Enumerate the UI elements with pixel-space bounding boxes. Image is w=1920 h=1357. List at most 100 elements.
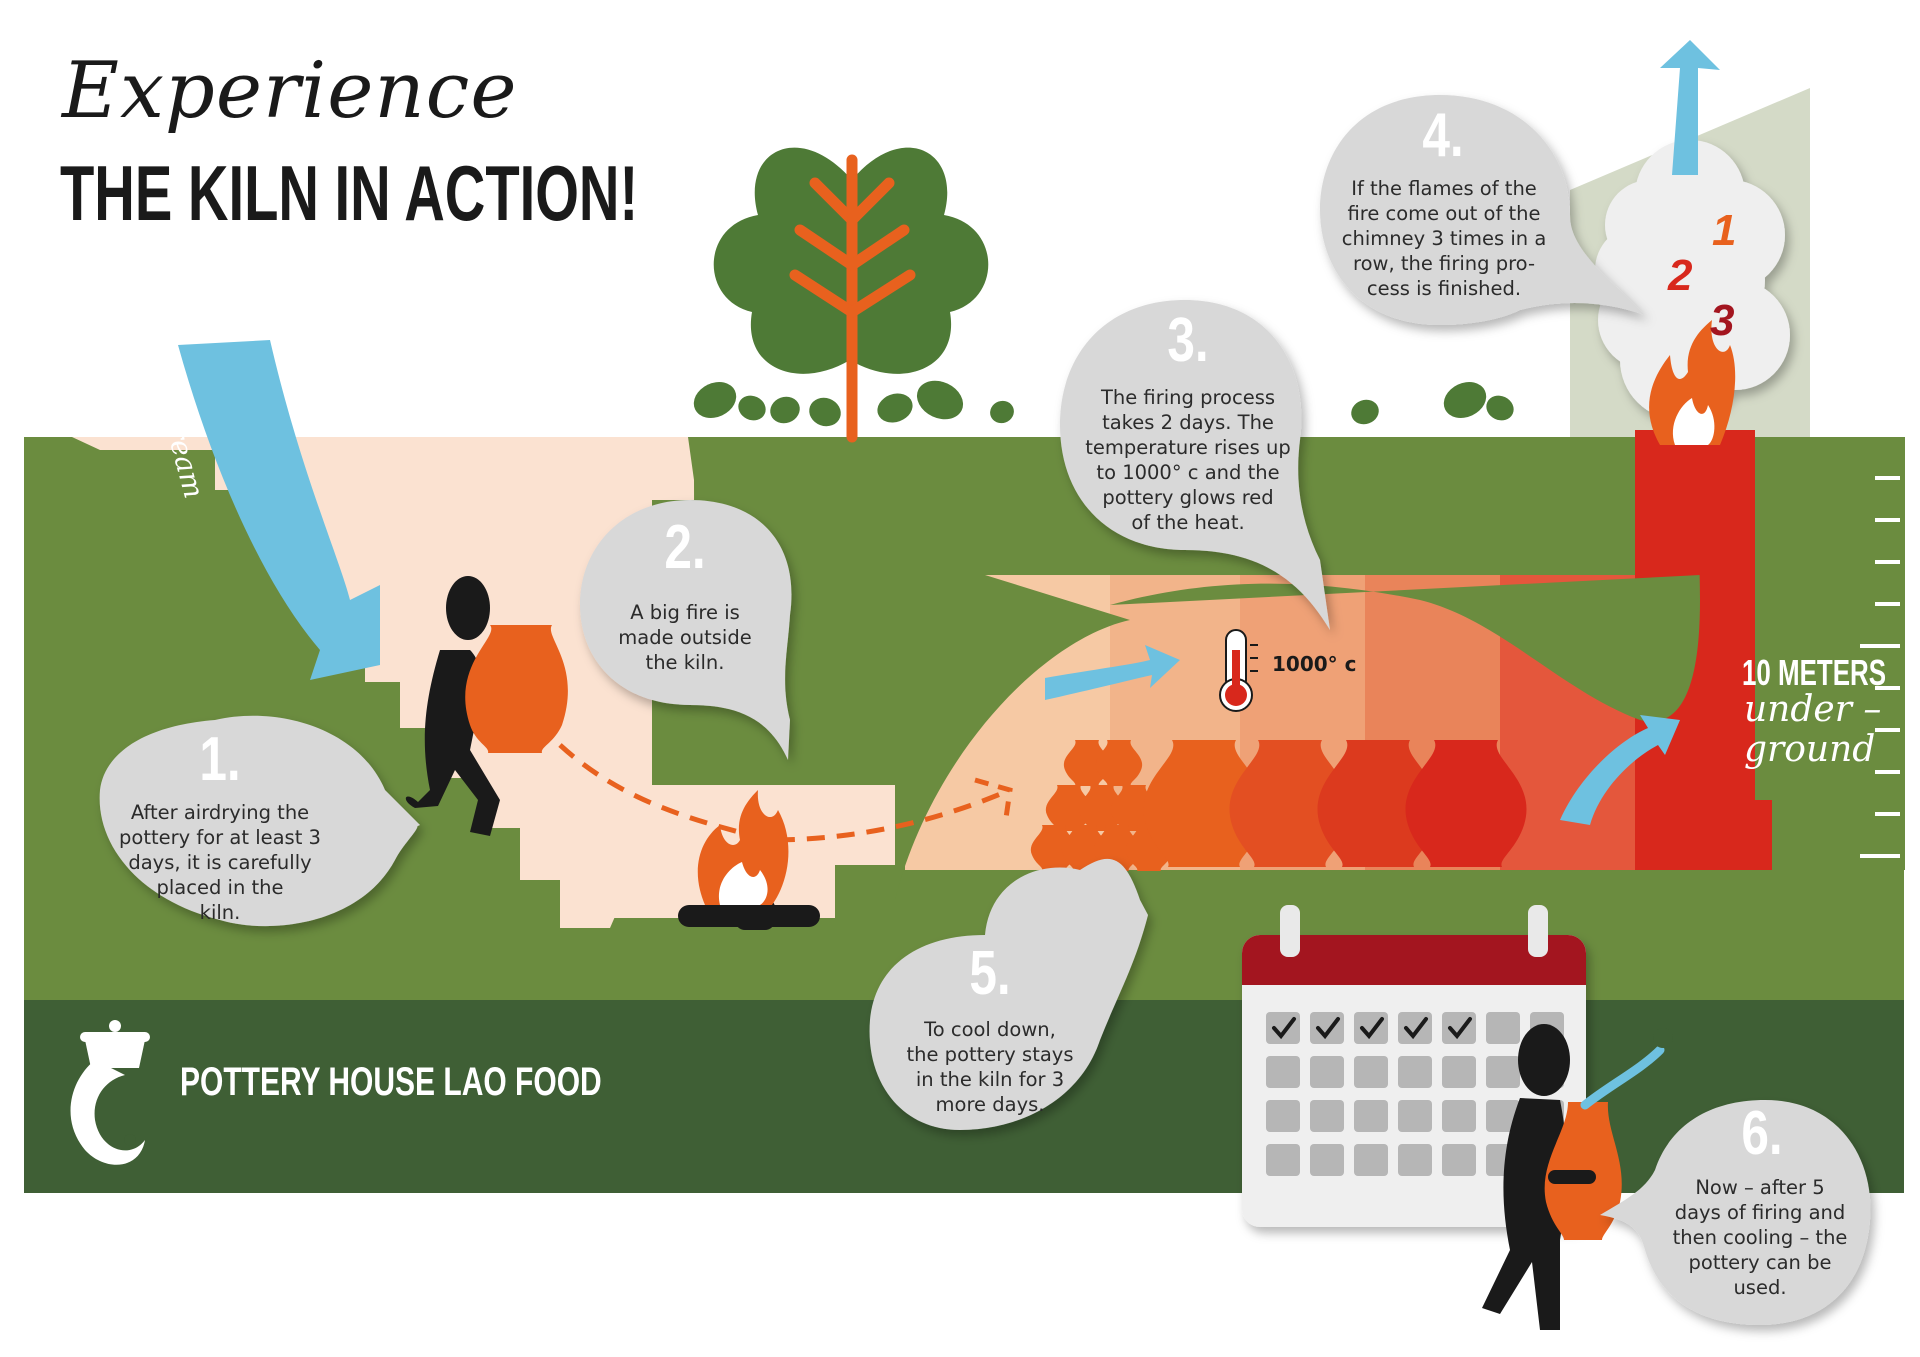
step-6-line: Now – after 5 [1695,1176,1825,1199]
step-2-line: the kiln. [645,651,725,674]
checkmark-icon [1316,1017,1340,1040]
step-1-line: days, it is carefully [128,851,312,874]
checkmark-icon [1360,1017,1384,1040]
bubble-4 [1320,95,1645,325]
step-2-text: A big fire is made outside the kiln. [590,600,780,675]
step-4-number: 4. [1422,101,1464,170]
pottery-path [558,743,1011,843]
step-6-line: then cooling – the [1672,1226,1848,1249]
calendar-day [1354,1012,1388,1044]
calendar-illustration [1242,905,1586,1227]
step-3-text: The firing process takes 2 days. The tem… [1068,385,1308,535]
checkmark-icon [1448,1017,1472,1040]
depth-script-line2: ground [1744,729,1876,770]
step-2-number: 2. [664,513,706,582]
step-4-line: chimney 3 times in a [1341,227,1547,250]
thermometer-icon [1219,629,1258,712]
step-5-line: To cool down, [924,1018,1056,1041]
carried-pot [465,625,568,753]
step-3-line: temperature rises up [1085,436,1291,459]
step-1-line: pottery for at least 3 [119,826,321,849]
calendar-day [1266,1100,1300,1132]
tree-illustration [713,147,989,443]
calendar-day [1398,1100,1432,1132]
step-5-number: 5. [969,939,1011,1008]
depth-script-label: under – ground [1744,690,1881,770]
airflow-arrows [178,40,1720,825]
calendar-day [1442,1144,1476,1176]
temperature-label: 1000° c [1272,652,1357,676]
step-6-number: 6. [1741,1099,1783,1168]
bubble-3 [1060,300,1330,630]
step-1-number: 1. [199,725,241,794]
step-5-line: the pottery stays [906,1043,1074,1066]
calendar-day [1486,1100,1520,1132]
kiln-pots [1030,740,1527,871]
page-title: THE KILN IN ACTION! [60,149,639,237]
calendar-day [1398,1144,1432,1176]
depth-script-line1: under – [1744,689,1882,730]
step-4-line: row, the firing pro- [1352,252,1535,275]
flame-count-1: 1 [1712,206,1736,255]
step-4-line: cess is finished. [1366,277,1522,300]
flame-count-3: 3 [1710,296,1734,345]
pourer-arm [1548,1170,1596,1184]
calendar-day [1266,1056,1300,1088]
step-6-text: Now – after 5 days of firing and then co… [1655,1175,1865,1300]
calendar-day [1354,1144,1388,1176]
calendar-day [1398,1012,1432,1044]
calendar-day [1486,1012,1520,1044]
step-6-line: used. [1733,1276,1787,1299]
bubble-1 [99,715,420,927]
calendar-day [1310,1012,1344,1044]
water-stream [1580,1045,1665,1110]
calendar-day [1442,1012,1476,1044]
step-1-line: placed in the [156,876,284,899]
stair-entrance [72,437,695,928]
bubble-5 [869,858,1148,1130]
calendar-day [1310,1056,1344,1088]
ground-sprouts [693,380,1514,427]
step-5-line: in the kiln for 3 [915,1068,1065,1091]
step-1-line: After airdrying the [130,801,310,824]
step-4-text: If the flames of the fire come out of th… [1325,176,1563,301]
bubble-6 [1600,1100,1871,1325]
chimney-flame [1649,320,1736,445]
water-drop [1653,1028,1673,1048]
campfire [678,790,820,930]
brand-name: POTTERY HOUSE LAO FOOD [180,1060,602,1104]
calendar-day [1354,1100,1388,1132]
step-1-text: After airdrying the pottery for at least… [85,800,355,925]
step-1-line: kiln. [199,901,241,924]
step-6-line: days of firing and [1674,1201,1846,1224]
step-2-line: made outside [618,626,752,649]
bubble-2 [580,500,792,760]
pouring-silhouette [1482,1024,1570,1330]
step-3-line: The firing process [1100,386,1276,409]
step-6-line: pottery can be [1688,1251,1832,1274]
calendar-day [1266,1144,1300,1176]
calendar-day [1486,1056,1520,1088]
pottery-path-arrowhead [974,777,1013,826]
brand-logo [70,1020,150,1165]
step-3-line: of the heat. [1131,511,1245,534]
calendar-day [1354,1056,1388,1088]
step-3-line: pottery glows red [1102,486,1274,509]
checkmark-icon [1404,1017,1428,1040]
depth-ruler [1860,476,1900,858]
calendar-day [1442,1056,1476,1088]
step-3-number: 3. [1167,306,1209,375]
flame-count-2: 2 [1667,251,1693,300]
step-5-line: more days. [935,1093,1045,1116]
title-script: Experience [62,46,518,136]
step-bubbles [99,95,1871,1325]
step-3-line: takes 2 days. The [1102,411,1274,434]
calendar-day [1310,1100,1344,1132]
calendar-day [1398,1056,1432,1088]
step-4-line: If the flames of the [1351,177,1537,200]
calendar-day [1442,1100,1476,1132]
calendar-day [1266,1012,1300,1044]
step-3-line: to 1000° c and the [1096,461,1280,484]
